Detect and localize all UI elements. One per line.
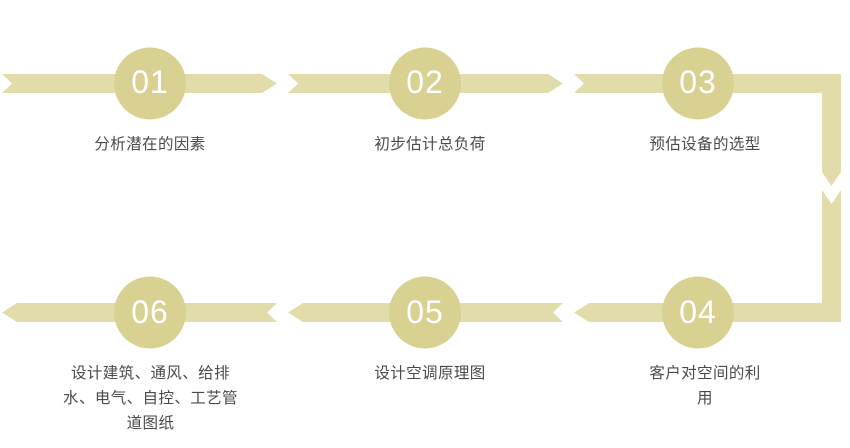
step-label-06: 设计建筑、通风、给排 水、电气、自控、工艺管 道图纸 (63, 365, 238, 432)
step-label-04: 客户对空间的利 用 (649, 365, 761, 407)
step-number-04: 04 (679, 294, 717, 330)
step-circle-06[interactable] (114, 276, 186, 349)
step-label-01: 分析潜在的因素 (94, 136, 206, 153)
step-number-02: 02 (406, 64, 444, 100)
step-label-02: 初步估计总负荷 (374, 136, 486, 153)
step-circle-02[interactable] (389, 47, 461, 120)
step-number-01: 01 (131, 64, 169, 100)
step-number-06: 06 (131, 294, 169, 330)
step-circle-04[interactable] (662, 276, 734, 349)
step-circle-03[interactable] (662, 47, 734, 120)
step-number-03: 03 (679, 64, 717, 100)
step-circle-05[interactable] (389, 276, 461, 349)
connector-vertical-lower (822, 190, 841, 322)
step-number-05: 05 (406, 294, 444, 330)
step-label-05: 设计空调原理图 (374, 365, 486, 382)
connector-vertical-upper (822, 74, 841, 186)
step-circle-01[interactable] (114, 47, 186, 120)
step-label-03: 预估设备的选型 (649, 136, 761, 153)
